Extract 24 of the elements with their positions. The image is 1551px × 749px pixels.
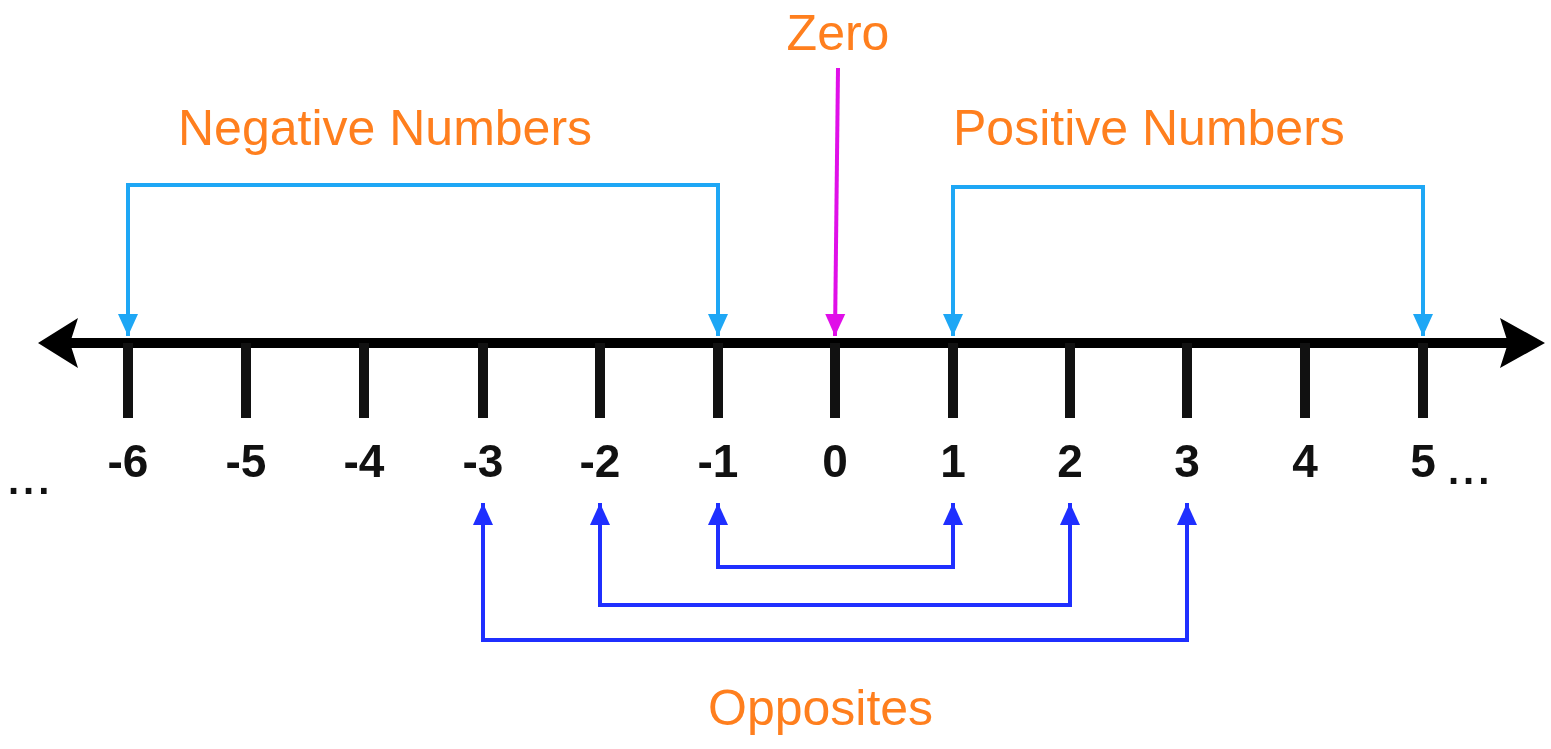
number-label: 4	[1291, 438, 1319, 484]
ellipsis: ...	[8, 460, 54, 500]
arrow	[590, 503, 1080, 607]
number-label: -3	[461, 438, 505, 484]
number-label: -2	[578, 438, 622, 484]
ellipsis: ...	[1448, 450, 1494, 490]
arrow	[943, 185, 1433, 336]
arrow	[708, 503, 963, 569]
number-label: 2	[1056, 438, 1084, 484]
number-label: 0	[821, 438, 849, 484]
category-label: Positive Numbers	[953, 103, 1345, 153]
number-label: 1	[939, 438, 967, 484]
arrow	[118, 183, 728, 336]
number-label: 5	[1409, 438, 1437, 484]
category-label: Opposites	[708, 683, 934, 733]
number-label: -4	[342, 438, 386, 484]
number-label: 3	[1173, 438, 1201, 484]
number-label: -5	[224, 438, 268, 484]
arrow	[473, 503, 1197, 642]
zero-label: Zero	[778, 8, 898, 64]
arrow	[825, 67, 846, 337]
number-label: -6	[106, 438, 150, 484]
category-label: Negative Numbers	[178, 103, 593, 153]
number-label: -1	[696, 438, 740, 484]
